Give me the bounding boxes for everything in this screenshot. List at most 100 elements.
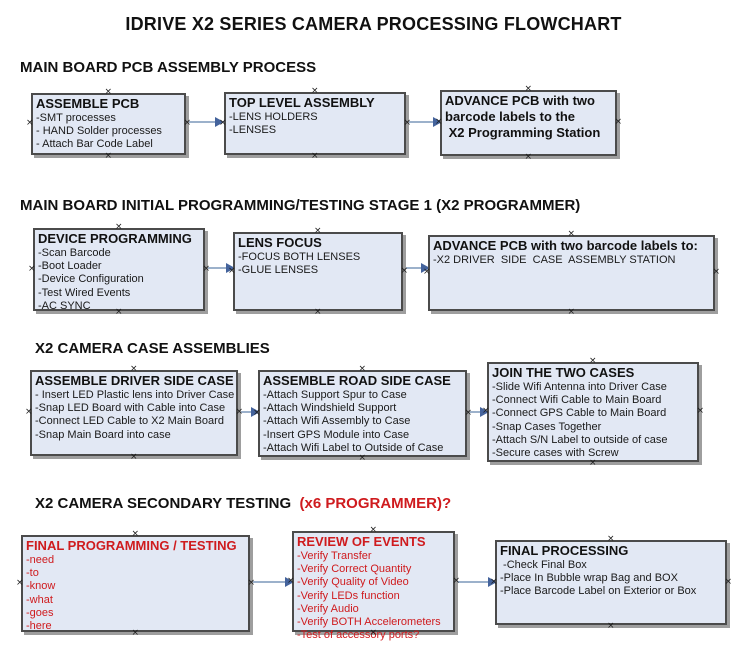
connection-point-icon: × (607, 621, 615, 631)
connection-point-icon: × (589, 356, 597, 366)
box-line: -Verify Correct Quantity (297, 563, 412, 576)
box-line: -AC SYNC (38, 299, 91, 312)
box-line: -Test of accessory ports? (297, 629, 420, 642)
connection-point-icon: × (115, 307, 123, 317)
box-line: -Snap Main Board into case (35, 428, 171, 441)
connection-point-icon: × (589, 458, 597, 468)
section-heading-secondary-testing: X2 CAMERA SECONDARY TESTING (x6 PROGRAMM… (35, 495, 451, 512)
connector-arrow[interactable] (469, 407, 489, 417)
box-line: -Attach Support Spur to Case (263, 389, 407, 401)
connection-point-icon: × (524, 152, 533, 162)
box-title: ADVANCE PCB with two (445, 93, 595, 108)
section-heading-initial-programming: MAIN BOARD INITIAL PROGRAMMING/TESTING S… (20, 197, 581, 214)
section-heading-black-part: X2 CAMERA SECONDARY TESTING (35, 495, 300, 512)
box-line: -Device Configuration (38, 273, 144, 286)
connection-point-icon: × (482, 406, 490, 416)
connection-point-icon: × (423, 267, 431, 277)
connection-point-icon: × (25, 407, 33, 417)
flow-box-device-programming[interactable]: DEVICE PROGRAMMING -Scan Barcode -Boot L… (28, 223, 210, 317)
connector-arrow[interactable] (207, 263, 235, 273)
connector-arrow[interactable] (188, 117, 224, 127)
connection-point-icon: × (314, 307, 322, 317)
connection-point-icon: × (435, 117, 443, 127)
box-line: - Attach Bar Code Label (36, 138, 153, 151)
section-heading-red-part: (x6 PROGRAMMER)? (299, 495, 452, 512)
box-line: -Verify Transfer (297, 550, 372, 562)
flow-box-lens-focus[interactable]: LENS FOCUS -FOCUS BOTH LENSES -GLUE LENS… (228, 227, 408, 317)
box-title: REVIEW OF EVENTS (297, 534, 426, 549)
connection-point-icon: × (28, 263, 36, 274)
flow-box-review-of-events[interactable]: REVIEW OF EVENTS -Verify Transfer -Verif… (287, 526, 460, 642)
box-line: -Attach S/N Label to outside of case (492, 433, 668, 446)
connector-arrow[interactable] (408, 117, 442, 127)
connection-point-icon: × (400, 265, 408, 276)
flow-box-final-processing[interactable]: FINAL PROCESSING -Check Final Box -Place… (490, 535, 732, 631)
box-line: -Place Barcode Label on Exterior or Box (500, 585, 697, 598)
box-line: -Insert GPS Module into Case (263, 428, 410, 441)
box-line: -LENSES (229, 124, 277, 137)
box-line: X2 Programming Station (445, 124, 601, 140)
box-line: -Boot Loader (38, 260, 102, 273)
connection-point-icon: × (696, 406, 704, 416)
connection-point-icon: × (403, 117, 411, 128)
box-line: -Connect GPS Cable to Main Board (492, 407, 667, 420)
connection-point-icon: × (228, 265, 236, 276)
flow-box-assemble-driver-side-case[interactable]: ASSEMBLE DRIVER SIDE CASE - Insert LED P… (25, 365, 243, 462)
box-line: -know (26, 580, 56, 593)
connector-arrow[interactable] (405, 263, 430, 273)
box-line: -Test Wired Events (38, 286, 131, 299)
box-line: -Scan Barcode (38, 247, 111, 259)
connection-point-icon: × (567, 229, 576, 239)
box-line: -Secure cases with Screw (492, 447, 619, 460)
connection-point-icon: × (131, 628, 140, 638)
connection-point-icon: × (130, 452, 138, 462)
box-line: -Verify LEDs function (297, 589, 400, 602)
flow-box-advance-pcb-driver-side[interactable]: ADVANCE PCB with two barcode labels to: … (423, 230, 720, 317)
connector-arrow[interactable] (240, 407, 260, 417)
connection-point-icon: × (247, 577, 255, 588)
box-line: -Verify Audio (297, 602, 359, 615)
connection-point-icon: × (202, 263, 210, 274)
connection-point-icon: × (131, 529, 140, 539)
flow-box-join-the-two-cases[interactable]: JOIN THE TWO CASES -Slide Wifi Antenna i… (482, 357, 704, 468)
section-heading-case-assemblies: X2 CAMERA CASE ASSEMBLIES (35, 340, 270, 357)
flow-box-final-programming-testing[interactable]: FINAL PROGRAMMING / TESTING -need -to -k… (16, 530, 255, 638)
flow-box-assemble-road-side-case[interactable]: ASSEMBLE ROAD SIDE CASE -Attach Support … (253, 365, 472, 463)
box-title: FINAL PROCESSING (500, 543, 629, 558)
connection-point-icon: × (130, 364, 138, 374)
box-line: -to (26, 567, 39, 580)
box-line: -Attach Wifi Assembly to Case (263, 415, 411, 428)
flow-box-advance-pcb-programming-station[interactable]: ADVANCE PCB with two barcode labels to t… (435, 85, 622, 162)
connection-point-icon: × (724, 576, 732, 587)
connector-arrow[interactable] (252, 577, 294, 587)
connector-arrow[interactable] (457, 577, 497, 587)
section-heading-pcb-assembly: MAIN BOARD PCB ASSEMBLY PROCESS (20, 59, 317, 76)
connection-point-icon: × (607, 534, 615, 544)
flow-box-top-level-assembly[interactable]: TOP LEVEL ASSEMBLY -LENS HOLDERS -LENSES… (219, 87, 411, 161)
box-line: -GLUE LENSES (238, 264, 319, 277)
box-line: -Connect LED Cable to X2 Main Board (35, 415, 224, 428)
connection-point-icon: × (358, 453, 367, 463)
connection-point-icon: × (358, 364, 367, 374)
box-line: -Check Final Box (500, 559, 587, 571)
box-line: -Attach Windshield Support (263, 402, 397, 415)
box-line: -what (26, 593, 53, 606)
box-line: -Place In Bubble wrap Bag and BOX (500, 572, 678, 585)
box-title: DEVICE PROGRAMMING (38, 231, 192, 246)
box-line: -here (26, 620, 52, 633)
connection-point-icon: × (219, 117, 227, 128)
connection-point-icon: × (369, 525, 378, 535)
box-line: - HAND Solder processes (36, 125, 162, 138)
box-line: -Snap Cases Together (492, 420, 602, 433)
connection-point-icon: × (524, 84, 533, 94)
box-title: ASSEMBLE ROAD SIDE CASE (263, 373, 451, 388)
connection-point-icon: × (314, 226, 322, 236)
box-line: -Verify BOTH Accelerometers (297, 616, 441, 629)
connection-point-icon: × (104, 151, 113, 161)
connection-point-icon: × (369, 628, 378, 638)
flow-box-assemble-pcb[interactable]: ASSEMBLE PCB -SMT processes - HAND Solde… (26, 88, 191, 161)
box-line: -X2 DRIVER SIDE CASE ASSEMBLY STATION (433, 254, 676, 266)
connection-point-icon: × (490, 576, 498, 587)
box-title: FINAL PROGRAMMING / TESTING (26, 538, 237, 553)
connection-point-icon: × (235, 407, 243, 417)
